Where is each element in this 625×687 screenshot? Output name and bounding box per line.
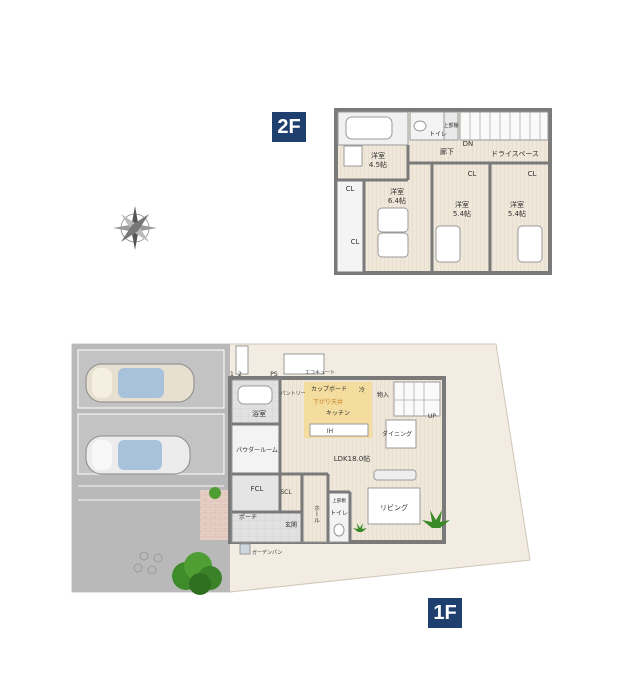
room-name-bedroom-b: 洋室 (390, 187, 404, 196)
toilet-label-1f: トイレ (330, 510, 348, 517)
floor-badge-1f: 1F (428, 598, 462, 628)
room-name-bedroom-d: 洋室 (510, 200, 524, 209)
cl-label-2: CL (351, 238, 360, 246)
ecocute-label: エコキュート (305, 370, 335, 376)
tree-icon (209, 487, 221, 499)
storage-label: 物入 (377, 391, 389, 399)
hallway-label: 廊下 (440, 147, 454, 156)
scl-label: SCL (280, 489, 292, 496)
ps-label: PS (270, 371, 278, 378)
tree-icon (172, 552, 222, 595)
label-1: 1 (230, 371, 234, 378)
first-floor-plan: 1 2 PS エコキュート カップボード 冷 物入 パントリー 下がり天井 キッ… (71, 343, 531, 595)
ceiling-note-label: 下がり天井 (313, 398, 343, 406)
room-size-bedroom-d: 5.4帖 (508, 209, 526, 218)
dn-label: DN (463, 140, 474, 148)
garden-pan-label: ガーデンパン (252, 549, 282, 556)
pantry-label: パントリー (280, 391, 305, 397)
room-size-bedroom-c: 5.4帖 (453, 209, 471, 218)
porch-label: ポーチ (239, 513, 257, 521)
living-label: リビング (380, 503, 408, 512)
upper-shelf-label-2f: 上部棚 (443, 122, 458, 129)
car-icon (85, 363, 195, 403)
fridge-label: 冷 (359, 386, 365, 394)
upper-shelf-label-1f: 上部棚 (332, 497, 346, 504)
room-name-bedroom-a: 洋室 (371, 151, 385, 160)
kitchen-label: キッチン (326, 410, 350, 417)
bath-label: 浴室 (252, 409, 266, 418)
plant-icon (353, 510, 450, 532)
dry-space-label: ドライスペース (491, 150, 539, 158)
room-size-bedroom-a: 4.5帖 (369, 160, 387, 169)
fcl-label: FCL (251, 485, 264, 493)
toilet-label-2f: トイレ (429, 131, 447, 138)
room-name-bedroom-c: 洋室 (455, 200, 469, 209)
dining-label: ダイニング (382, 430, 412, 438)
floor-badge-2f: 2F (272, 112, 306, 142)
label-2: 2 (238, 371, 242, 378)
cl-label-1: CL (346, 185, 355, 193)
ih-label: IH (327, 428, 333, 435)
compass-rose-icon (113, 206, 157, 250)
cl-label-4: CL (528, 170, 537, 178)
ldk-label: LDK18.0帖 (334, 454, 370, 463)
cupboard-label: カップボード (311, 385, 347, 393)
car-icon (85, 435, 191, 475)
second-floor-plan: 洋室 4.5帖 洋室 6.4帖 洋室 5.4帖 洋室 5.4帖 廊下 DN ドラ… (334, 108, 552, 275)
up-label: UP (428, 413, 436, 420)
entrance-label: 玄関 (285, 521, 297, 529)
hall-label: ホール (313, 505, 320, 523)
room-size-bedroom-b: 6.4帖 (388, 196, 406, 205)
powder-room-label: パウダールーム (236, 446, 278, 454)
bicycle-icon (133, 551, 163, 575)
cl-label-3: CL (468, 170, 477, 178)
